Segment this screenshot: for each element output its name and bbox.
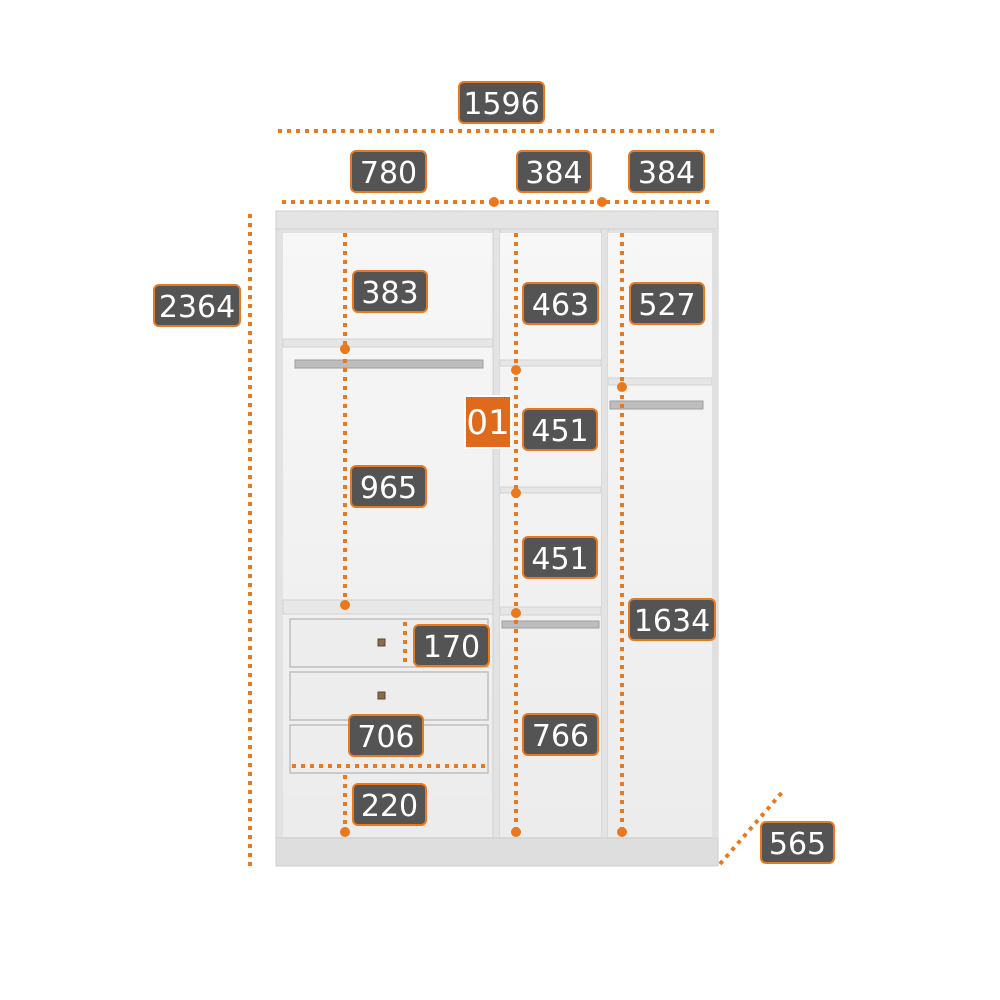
label-left-hanging-space: 965 [350, 465, 427, 508]
svg-text:451: 451 [531, 414, 588, 449]
right-side-panel [712, 229, 718, 838]
label-left-top-compartment: 383 [352, 270, 428, 313]
right-hanging-rail [609, 400, 704, 410]
label-left-bottom-compartment: 220 [352, 783, 427, 826]
dimension-lines [248, 129, 786, 866]
svg-text:527: 527 [638, 288, 695, 323]
label-depth: 565 [760, 821, 835, 864]
drawer-handle [377, 638, 386, 647]
right-section-interior [608, 233, 712, 837]
left-hanging-rail [294, 359, 484, 369]
label-middle-shelf-2: 451 [522, 408, 598, 451]
middle-right-divider [600, 228, 609, 839]
svg-text:463: 463 [532, 288, 589, 323]
drawer-2[interactable] [289, 671, 489, 721]
svg-text:384: 384 [525, 156, 582, 191]
label-drawer-height: 170 [413, 624, 490, 667]
svg-text:1596: 1596 [463, 87, 539, 122]
svg-text:451: 451 [531, 542, 588, 577]
drawer-handle [377, 691, 386, 700]
section-badge: 01 [464, 395, 512, 449]
cabinet-top-panel [275, 210, 719, 232]
svg-text:965: 965 [360, 471, 417, 506]
svg-text:2364: 2364 [159, 290, 235, 325]
left-drawer-shelf [282, 599, 494, 615]
label-right-section-width: 384 [628, 150, 705, 193]
svg-text:766: 766 [532, 719, 589, 754]
label-total-width: 1596 [458, 81, 545, 124]
middle-hanging-rail [501, 620, 600, 629]
label-left-section-width: 780 [350, 150, 427, 193]
label-total-height: 2364 [153, 284, 241, 327]
left-middle-divider [492, 228, 501, 839]
cabinet-plinth [275, 837, 719, 867]
svg-text:170: 170 [423, 630, 480, 665]
middle-shelf-1 [499, 359, 602, 367]
label-middle-hanging-space: 766 [522, 713, 599, 756]
dimension-labels: 1596 780 384 384 2364 383 965 170 [153, 81, 835, 864]
label-middle-shelf-3: 451 [522, 536, 598, 579]
left-top-shelf [282, 338, 494, 348]
svg-text:384: 384 [638, 156, 695, 191]
middle-shelf-2 [499, 486, 602, 494]
label-right-top-shelf: 527 [629, 282, 705, 325]
svg-text:1634: 1634 [634, 604, 710, 639]
dimension-markers [340, 197, 627, 837]
middle-shelf-3 [499, 606, 602, 616]
label-middle-top-shelf: 463 [522, 282, 599, 325]
svg-text:220: 220 [361, 789, 418, 824]
depth-line [718, 788, 786, 866]
label-right-hanging-space: 1634 [628, 598, 716, 641]
svg-text:706: 706 [357, 720, 414, 755]
section-badge-label: 01 [466, 403, 509, 443]
svg-text:780: 780 [360, 156, 417, 191]
svg-text:383: 383 [361, 276, 418, 311]
label-middle-section-width: 384 [516, 150, 592, 193]
svg-text:565: 565 [769, 827, 826, 862]
label-drawer-width: 706 [348, 714, 424, 757]
